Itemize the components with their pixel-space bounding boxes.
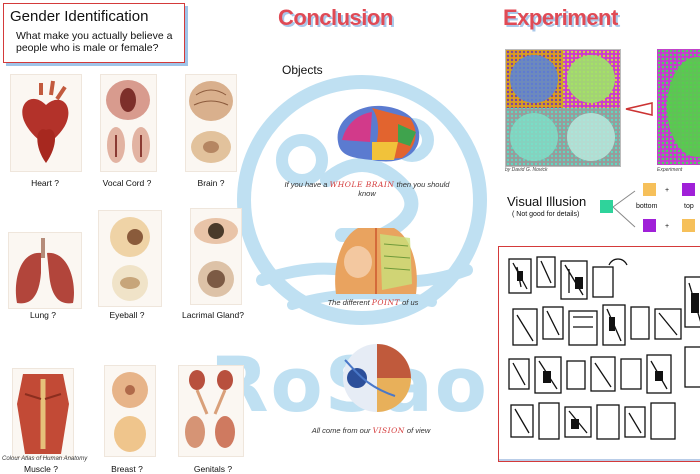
orange-square <box>682 219 695 232</box>
objects-caption: If you have a WHOLE BRAIN then you shoul… <box>284 180 450 198</box>
anatomy-label: Lacrimal Gland? <box>182 310 244 320</box>
illusion-byline: by David G. Novick <box>505 167 548 173</box>
anatomy-label: Heart ? <box>31 178 59 188</box>
breast-image <box>104 365 156 457</box>
brain-model-image <box>337 105 420 162</box>
purple-square <box>682 183 695 196</box>
header-question: What make you actually believe a people … <box>16 30 173 54</box>
experiment-caption: Experiment <box>657 167 683 173</box>
visual-illusion-note: ( Not good for details) <box>512 211 580 218</box>
lung-image <box>8 232 82 309</box>
visual-illusion-title: Visual Illusion <box>507 194 587 209</box>
teal-square <box>600 200 613 213</box>
torso-model-image <box>335 228 417 294</box>
color-sphere-illusion-image <box>505 49 621 167</box>
anatomy-label: Genitals ? <box>193 464 233 474</box>
anatomy-label: Muscle ? <box>23 464 58 474</box>
illusion-diagram-lines <box>612 190 636 228</box>
source-credit: Colour Atlas of Human Anatomy <box>2 456 88 462</box>
page-title: Gender Identification <box>10 8 149 25</box>
sketch-collage <box>498 246 700 462</box>
purple-square <box>643 219 656 232</box>
anatomy-label: Vocal Cord ? <box>102 178 152 188</box>
muscle-image <box>12 368 74 458</box>
plus-sign: + <box>665 223 670 230</box>
objects-heading: Objects <box>282 63 323 77</box>
objects-caption: All come from our VISION of view <box>311 426 431 435</box>
brain-image <box>185 74 237 172</box>
objects-caption: The different POINT of us <box>327 298 419 307</box>
experiment-title: Experiment <box>503 5 618 30</box>
lacrimal-gland-image <box>190 208 242 305</box>
conclusion-title: Conclusion <box>278 5 393 30</box>
experiment-sphere-image <box>657 49 700 165</box>
sketch-drawings <box>508 256 700 440</box>
anatomy-label: Eyeball ? <box>109 310 145 320</box>
arrow-icon <box>625 102 653 116</box>
eyeball-image <box>98 210 162 307</box>
header-box: Gender Identification What make you actu… <box>3 3 185 63</box>
anatomy-label: Lung ? <box>30 310 56 320</box>
vocal-cord-image <box>100 74 157 172</box>
orange-square <box>643 183 656 196</box>
anatomy-label: Brain ? <box>197 178 225 188</box>
top-label: top <box>684 203 694 210</box>
plus-sign: + <box>665 187 670 194</box>
genitals-image <box>178 365 244 457</box>
eye-model-image <box>343 344 411 412</box>
heart-image <box>10 74 82 172</box>
bottom-label: bottom <box>636 203 658 210</box>
anatomy-label: Breast ? <box>111 464 143 474</box>
